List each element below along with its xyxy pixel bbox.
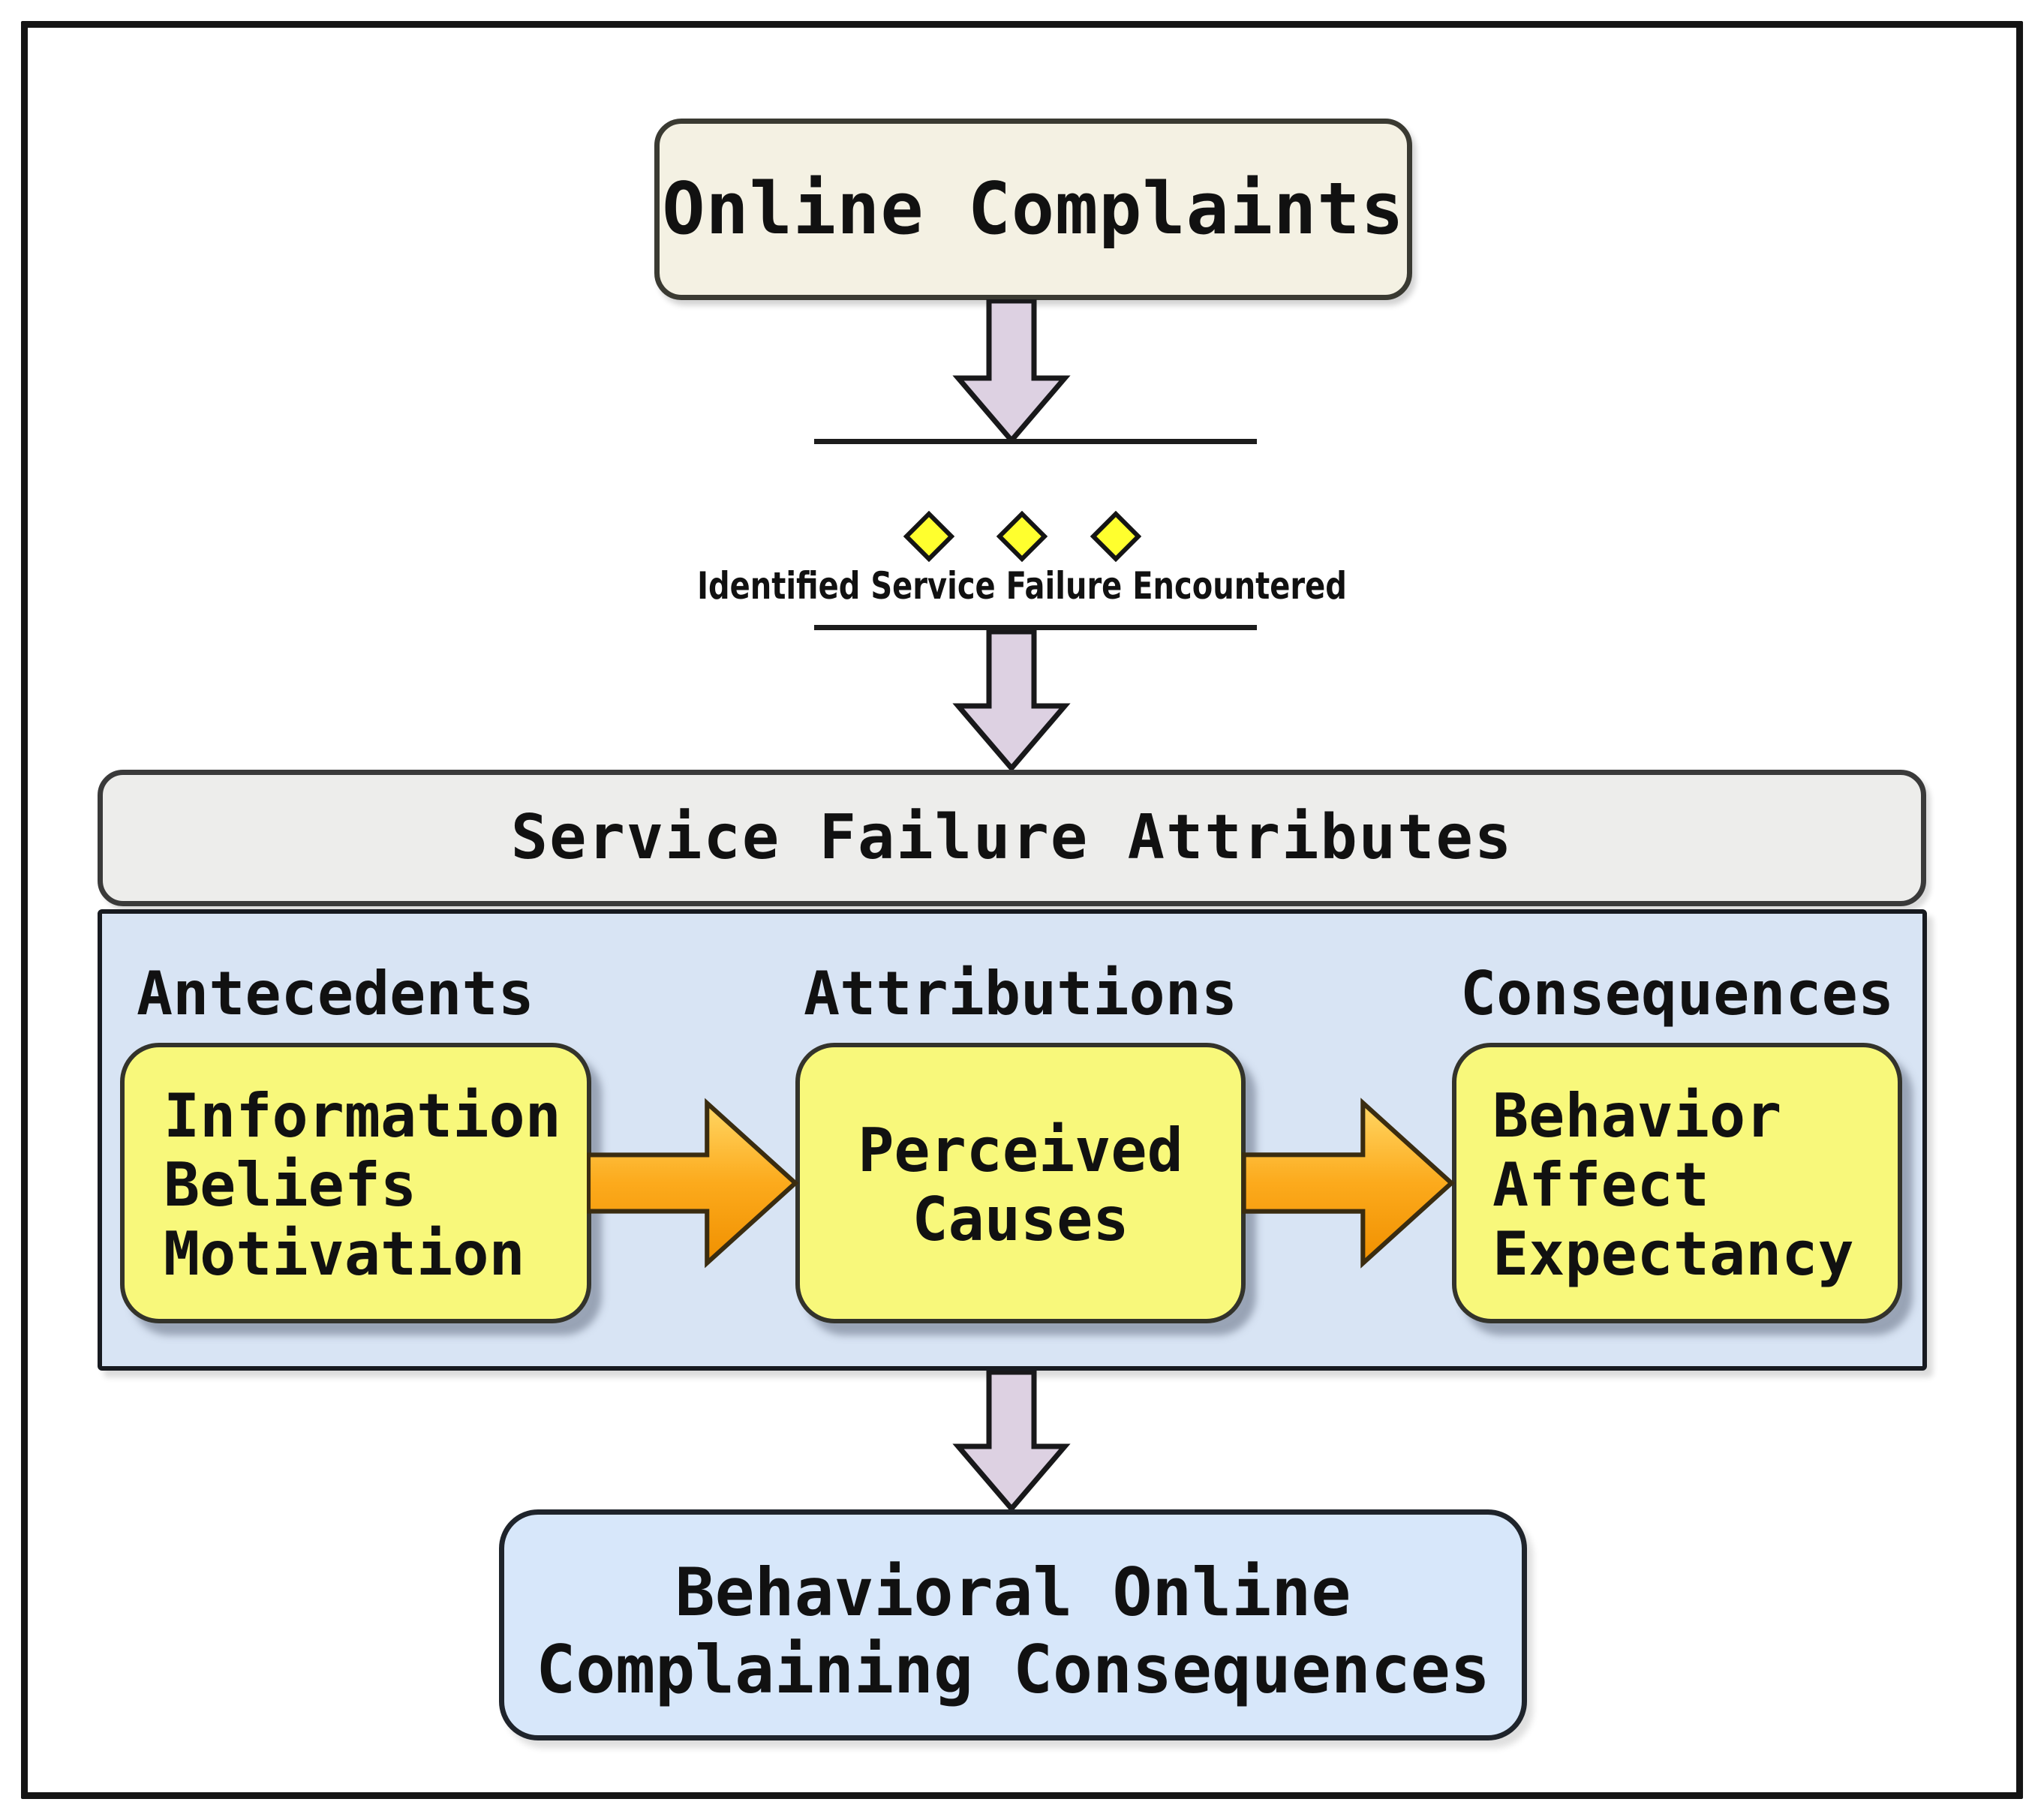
consequences-line: Behavior [1492,1081,1782,1151]
service-failure-attributes-bar: Service Failure Attributes [98,770,1926,906]
antecedents-box: Information Beliefs Motivation [120,1043,591,1323]
right-arrow-icon [587,1098,799,1269]
behavioral-consequences-box: Behavioral Online Complaining Consequenc… [499,1509,1527,1740]
column-heading-antecedents: Antecedents [137,959,534,1029]
column-heading-attributions: Attributions [804,959,1237,1029]
gate-label: Identified Service Failure Encountered [697,564,1347,608]
down-arrow-icon [952,1371,1071,1512]
consequences-line: Expectancy [1492,1219,1854,1289]
online-complaints-box: Online Complaints [654,119,1412,300]
column-heading-consequences: Consequences [1460,959,1894,1029]
attributions-line: Causes [912,1185,1129,1254]
consequences-line: Affect [1492,1150,1709,1220]
consequences-box: Behavior Affect Expectancy [1452,1043,1902,1323]
gate-top-line [814,439,1257,444]
service-failure-attributes-label: Service Failure Attributes [510,802,1513,873]
attributions-line: Perceived [858,1116,1183,1185]
antecedents-line: Information [164,1081,561,1151]
diamond-icon [903,511,954,562]
behavioral-consequences-line: Behavioral Online [675,1554,1351,1631]
diamond-icon [996,511,1048,562]
antecedents-line: Beliefs [164,1150,417,1220]
down-arrow-icon [952,630,1071,771]
online-complaints-label: Online Complaints [662,168,1405,251]
attributions-box: Perceived Causes [795,1043,1246,1323]
diamond-icon [1090,511,1141,562]
right-arrow-icon [1242,1098,1455,1269]
gate-bottom-line [814,625,1257,630]
antecedents-line: Motivation [164,1219,525,1289]
down-arrow-icon [952,299,1071,443]
behavioral-consequences-line: Complaining Consequences [536,1631,1490,1708]
